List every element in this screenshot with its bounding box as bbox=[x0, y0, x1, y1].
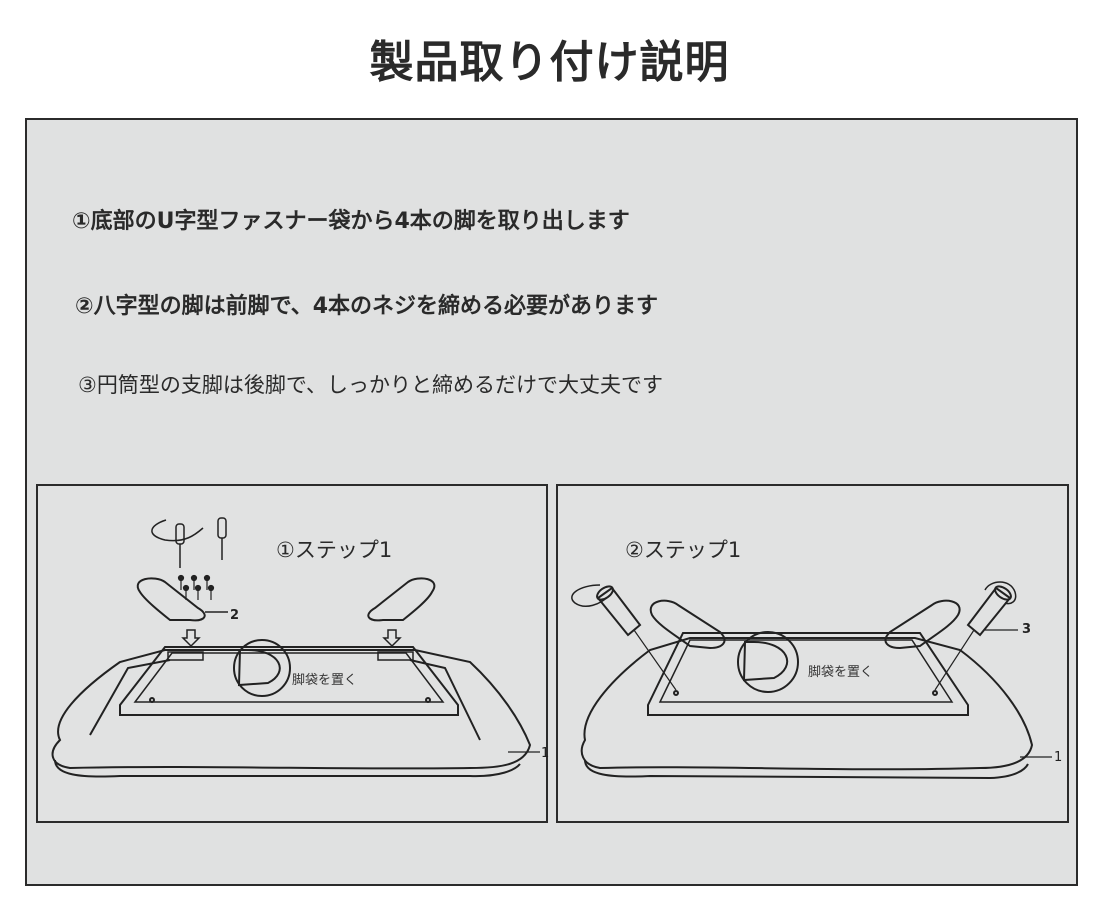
step-label: ②ステップ1 bbox=[625, 538, 742, 562]
lap-cushion bbox=[580, 637, 1034, 771]
leg-bag-circle bbox=[737, 631, 799, 693]
step-2-panel: ②ステップ1 脚袋を置く 3 1 bbox=[556, 484, 1069, 823]
front-leg-right bbox=[367, 577, 436, 622]
lap-cushion bbox=[51, 649, 532, 770]
back-leg-right bbox=[966, 586, 1012, 637]
step-2-diagram bbox=[571, 581, 1052, 780]
page-title: 製品取り付け説明 bbox=[369, 37, 730, 88]
part-number-board: 1 bbox=[1054, 750, 1063, 765]
step-label: ①ステップ1 bbox=[276, 538, 393, 562]
front-leg-right bbox=[884, 599, 961, 650]
front-leg-left bbox=[649, 599, 726, 650]
instruction-2: ②八字型の脚は前脚で、4本のネジを締める必要があります bbox=[75, 294, 659, 319]
back-leg-left bbox=[596, 586, 642, 637]
step-1-panel: ①ステップ1 脚袋を置く 2 1 bbox=[36, 484, 550, 823]
part-number: 2 bbox=[230, 608, 240, 623]
part-number-board: 1 bbox=[541, 746, 550, 761]
tray bbox=[119, 646, 459, 716]
step-1-diagram bbox=[51, 517, 540, 778]
part-number: 3 bbox=[1022, 622, 1032, 637]
instruction-1: ①底部のU字型ファスナー袋から4本の脚を取り出します bbox=[72, 209, 630, 234]
leg-bag-circle bbox=[233, 639, 291, 697]
tray bbox=[647, 632, 969, 716]
front-leg-left bbox=[136, 577, 206, 622]
instruction-3: ③円筒型の支脚は後脚で、しっかりと締めるだけで大丈夫です bbox=[78, 373, 663, 397]
leg-bag-label: 脚袋を置く bbox=[808, 665, 874, 680]
leg-bag-label: 脚袋を置く bbox=[292, 673, 358, 688]
